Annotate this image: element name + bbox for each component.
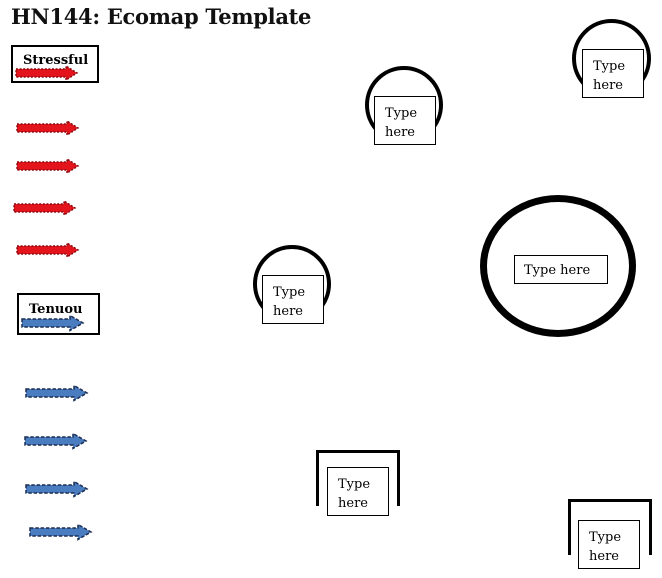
- ecomap-frame-bottom-right: [568, 499, 652, 555]
- node-text-bottom-right[interactable]: Type here: [578, 520, 640, 569]
- stressful-arrow[interactable]: [15, 158, 81, 174]
- tenuous-legend-label: Tenuou: [29, 302, 83, 317]
- node-text-middle-left[interactable]: Type here: [262, 275, 324, 324]
- stressful-arrow[interactable]: [12, 200, 78, 216]
- stressful-arrow[interactable]: [15, 120, 81, 136]
- ecomap-frame-bottom-center: [316, 450, 400, 506]
- ecomap-center-circle: [480, 195, 636, 337]
- tenuous-legend-box: [17, 293, 100, 335]
- node-text-center[interactable]: Type here: [514, 255, 608, 284]
- node-text-top-left[interactable]: Type here: [374, 96, 436, 145]
- tenuous-arrow[interactable]: [24, 480, 90, 498]
- stressful-legend-label: Stressful: [23, 53, 89, 68]
- node-text-top-right[interactable]: Type here: [582, 49, 644, 98]
- stressful-arrow[interactable]: [15, 242, 81, 258]
- node-text-bottom-center[interactable]: Type here: [327, 467, 389, 516]
- tenuous-arrow[interactable]: [24, 384, 90, 402]
- tenuous-arrow[interactable]: [28, 523, 94, 541]
- tenuous-legend-arrow[interactable]: [20, 314, 86, 332]
- tenuous-arrow[interactable]: [23, 432, 89, 450]
- page-title: HN144: Ecomap Template: [11, 4, 312, 29]
- stressful-legend-arrow[interactable]: [14, 65, 80, 81]
